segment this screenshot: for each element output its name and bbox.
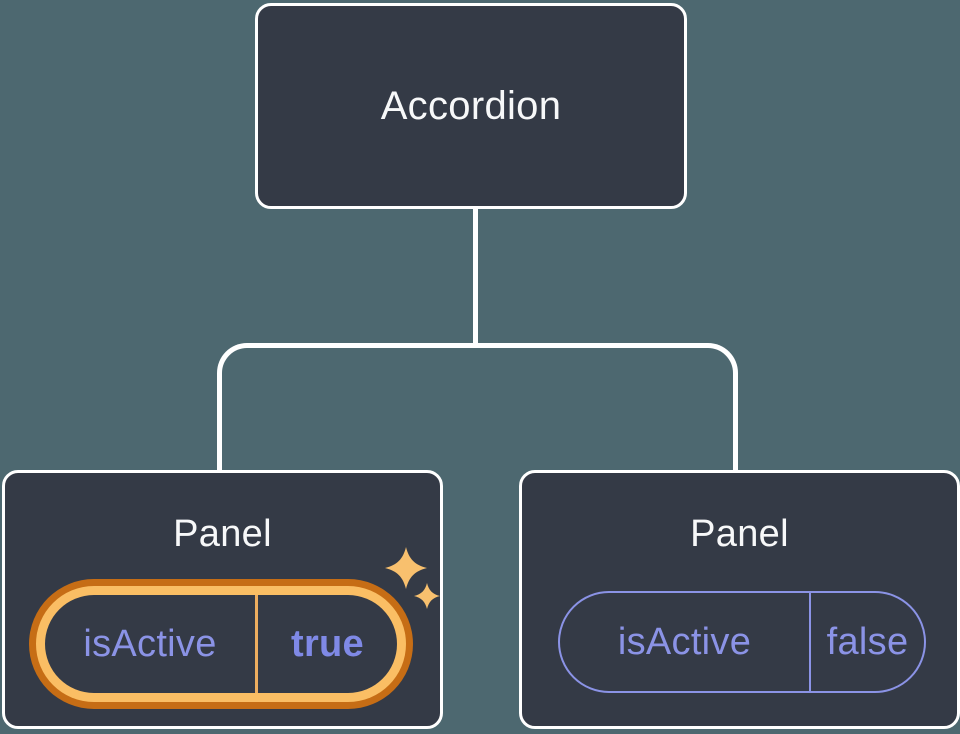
state-pill-divider — [809, 593, 811, 691]
node-accordion-label: Accordion — [380, 83, 562, 128]
node-panel-inactive-label: Panel — [690, 513, 789, 555]
state-pill-divider — [255, 595, 258, 693]
state-pill-highlight-ring: isActive true — [36, 586, 406, 702]
sparkle-icon-small — [414, 583, 440, 609]
sparkle-icon — [385, 547, 427, 589]
node-panel-active: Panel isActive true — [2, 470, 443, 729]
state-pill-body: isActive true — [45, 595, 397, 693]
node-panel-inactive: Panel isActive false — [519, 470, 960, 729]
state-pill-inactive: isActive false — [558, 591, 926, 693]
state-key-label: isActive — [617, 620, 752, 663]
connector-bracket — [217, 343, 738, 470]
state-pill-active: isActive true — [29, 579, 413, 709]
state-value-label: true — [291, 622, 364, 665]
state-value-label: false — [826, 620, 909, 663]
node-panel-active-label: Panel — [173, 513, 272, 555]
node-accordion: Accordion — [255, 3, 687, 209]
state-key-label: isActive — [83, 622, 217, 665]
connector-stem — [473, 209, 478, 345]
